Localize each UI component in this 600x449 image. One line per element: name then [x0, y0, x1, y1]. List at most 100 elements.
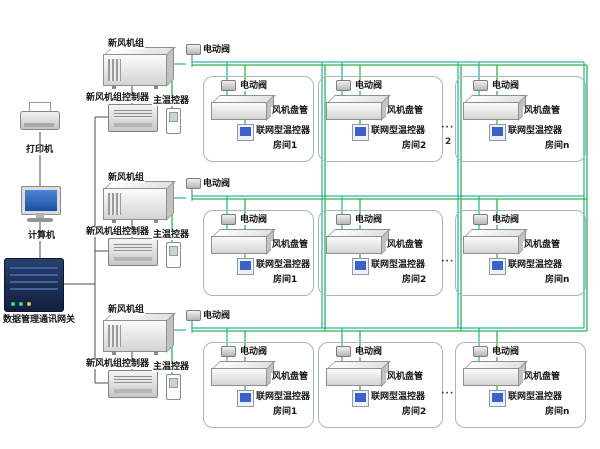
ahu-controller-icon: [108, 104, 158, 132]
valve-label: 电动阀: [354, 81, 384, 91]
room: [203, 210, 314, 296]
main-thermostat-label: 主温控器: [152, 362, 191, 372]
valve-icon: [186, 310, 201, 321]
fan-coil-label: 风机盘管: [386, 240, 425, 250]
networked-thermostat-icon: [352, 258, 369, 275]
fan-coil-label: 风机盘管: [386, 372, 425, 382]
room: [318, 342, 443, 428]
networked-thermostat-label: 联网型温控器: [255, 260, 312, 270]
computer-label: 计算机: [27, 231, 57, 241]
valve-icon: [186, 178, 201, 189]
stray-text: 2: [445, 137, 453, 147]
valve-label: 电动阀: [202, 179, 232, 189]
valve-icon: [473, 346, 488, 357]
room: [203, 76, 314, 162]
ahu-controller-icon: [108, 238, 158, 266]
fresh-air-unit-label: 新风机组: [107, 305, 146, 315]
gateway-label: 数据管理通讯网关: [2, 315, 77, 325]
networked-thermostat-label: 联网型温控器: [507, 260, 564, 270]
networked-thermostat-icon: [489, 124, 506, 141]
ahu-controller-icon: [108, 370, 158, 398]
room-name: 房间2: [401, 407, 428, 417]
fan-coil-label: 风机盘管: [271, 106, 310, 116]
room-name: 房间1: [272, 141, 299, 151]
valve-label: 电动阀: [354, 215, 384, 225]
valve-label: 电动阀: [491, 215, 521, 225]
fan-coil-icon: [211, 229, 276, 255]
printer-icon: [20, 102, 60, 136]
main-thermostat-icon: [166, 374, 181, 400]
room-name: 房间n: [544, 141, 571, 151]
networked-thermostat-label: 联网型温控器: [370, 392, 427, 402]
room-name: 房间1: [272, 275, 299, 285]
fan-coil-label: 风机盘管: [523, 372, 562, 382]
fan-coil-icon: [211, 95, 276, 121]
fan-coil-icon: [326, 95, 391, 121]
gateway-icon: [4, 258, 64, 312]
room: [455, 342, 586, 428]
printer-label: 打印机: [25, 145, 55, 155]
fan-coil-label: 风机盘管: [386, 106, 425, 116]
computer-icon: [21, 186, 61, 224]
valve-icon: [336, 346, 351, 357]
valve-label: 电动阀: [239, 347, 269, 357]
room: [203, 342, 314, 428]
valve-label: 电动阀: [239, 81, 269, 91]
room-name: 房间2: [401, 141, 428, 151]
room: [455, 76, 586, 162]
fan-coil-icon: [463, 95, 528, 121]
networked-thermostat-icon: [352, 390, 369, 407]
networked-thermostat-icon: [237, 390, 254, 407]
room-name: 房间2: [401, 275, 428, 285]
valve-icon: [336, 214, 351, 225]
room-name: 房间n: [544, 275, 571, 285]
room: [318, 76, 443, 162]
fan-coil-label: 风机盘管: [271, 372, 310, 382]
room-name: 房间n: [544, 407, 571, 417]
ahu-controller-label: 新风机组控制器: [85, 359, 151, 369]
fresh-air-unit-label: 新风机组: [107, 39, 146, 49]
fresh-air-unit-icon: [103, 47, 176, 89]
networked-thermostat-icon: [237, 258, 254, 275]
ellipsis: ···: [441, 123, 455, 133]
fresh-air-unit-icon: [103, 181, 176, 223]
fan-coil-icon: [463, 229, 528, 255]
networked-thermostat-label: 联网型温控器: [255, 126, 312, 136]
main-thermostat-label: 主温控器: [152, 96, 191, 106]
valve-icon: [221, 80, 236, 91]
networked-thermostat-icon: [489, 390, 506, 407]
main-thermostat-icon: [166, 108, 181, 134]
room: [455, 210, 586, 296]
networked-thermostat-icon: [352, 124, 369, 141]
networked-thermostat-icon: [489, 258, 506, 275]
valve-label: 电动阀: [491, 347, 521, 357]
ahu-controller-label: 新风机组控制器: [85, 93, 151, 103]
valve-icon: [186, 44, 201, 55]
networked-thermostat-icon: [237, 124, 254, 141]
networked-thermostat-label: 联网型温控器: [507, 392, 564, 402]
valve-label: 电动阀: [202, 311, 232, 321]
fan-coil-icon: [326, 361, 391, 387]
networked-thermostat-label: 联网型温控器: [255, 392, 312, 402]
valve-icon: [221, 214, 236, 225]
ellipsis: ···: [441, 257, 455, 267]
fresh-air-unit-icon: [103, 313, 176, 355]
fan-coil-icon: [211, 361, 276, 387]
fresh-air-unit-label: 新风机组: [107, 173, 146, 183]
valve-icon: [473, 214, 488, 225]
fan-coil-icon: [326, 229, 391, 255]
main-thermostat-icon: [166, 242, 181, 268]
fan-coil-icon: [463, 361, 528, 387]
valve-icon: [473, 80, 488, 91]
room-name: 房间1: [272, 407, 299, 417]
valve-label: 电动阀: [239, 215, 269, 225]
valve-label: 电动阀: [354, 347, 384, 357]
networked-thermostat-label: 联网型温控器: [370, 260, 427, 270]
valve-label: 电动阀: [491, 81, 521, 91]
ellipsis: ···: [441, 389, 455, 399]
valve-icon: [221, 346, 236, 357]
valve-icon: [336, 80, 351, 91]
ahu-controller-label: 新风机组控制器: [85, 227, 151, 237]
